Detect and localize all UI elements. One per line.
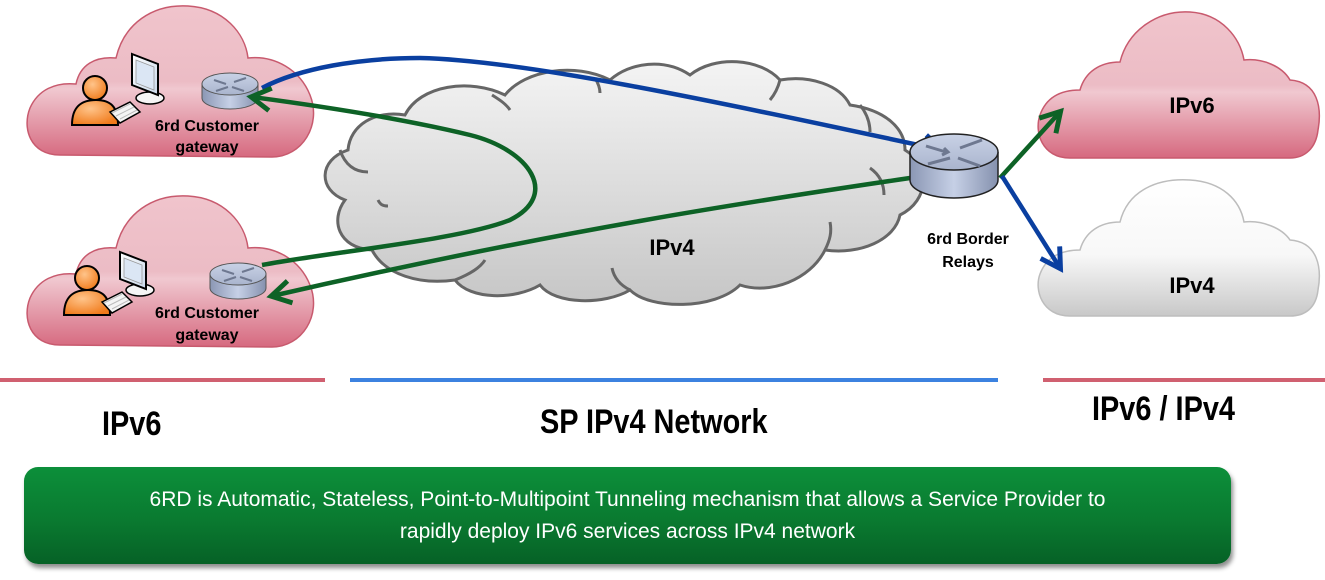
router-icon [209, 262, 267, 300]
section-rule-ipv6-ipv4 [1043, 378, 1325, 382]
customer-gateway-label-bottom-2: gateway [175, 327, 238, 344]
customer-cloud-bottom: 6rd Customer gateway [26, 195, 315, 348]
computer-icon [100, 250, 155, 314]
sp-cloud-label: IPv4 [649, 235, 695, 260]
section-title-ipv6: IPv6 [102, 405, 162, 443]
tunnel-bottom-to-top-green [246, 85, 538, 268]
section-rule-ipv6 [0, 378, 325, 382]
destination-ipv4-label: IPv4 [1169, 273, 1215, 298]
tunnel-relay-to-bottom-green [266, 175, 911, 306]
tunnel-top-to-relay-blue [260, 55, 948, 160]
sp-ipv4-cloud: IPv4 [323, 60, 925, 306]
border-relay-router-icon [909, 133, 999, 199]
border-relay-label-1: 6rd Border [927, 231, 1009, 248]
section-title-sp-ipv4-network: SP IPv4 Network [540, 403, 768, 441]
customer-gateway-label-bottom-1: 6rd Customer [155, 305, 259, 322]
summary-line-1: 6RD is Automatic, Stateless, Point-to-Mu… [149, 487, 1106, 511]
customer-gateway-label-top-2: gateway [175, 139, 238, 156]
destination-ipv4-cloud: IPv4 [1037, 179, 1321, 317]
summary-box: 6RD is Automatic, Stateless, Point-to-Mu… [24, 467, 1231, 564]
relay-to-ipv6-green [998, 107, 1064, 180]
summary-line-2: rapidly deploy IPv6 services across IPv4… [399, 519, 856, 543]
customer-gateway-label-top-1: 6rd Customer [155, 118, 259, 135]
router-icon [201, 72, 259, 110]
person-icon [70, 75, 120, 126]
computer-icon [108, 52, 165, 124]
relay-to-ipv4-blue [1000, 174, 1064, 273]
destination-ipv6-cloud: IPv6 [1037, 11, 1321, 159]
section-rule-sp-ipv4 [350, 378, 998, 382]
customer-cloud-top: 6rd Customer gateway [26, 5, 315, 158]
section-title-ipv6-ipv4: IPv6 / IPv4 [1092, 390, 1235, 428]
destination-ipv6-label: IPv6 [1169, 93, 1214, 118]
border-relay-label-2: Relays [942, 254, 994, 271]
